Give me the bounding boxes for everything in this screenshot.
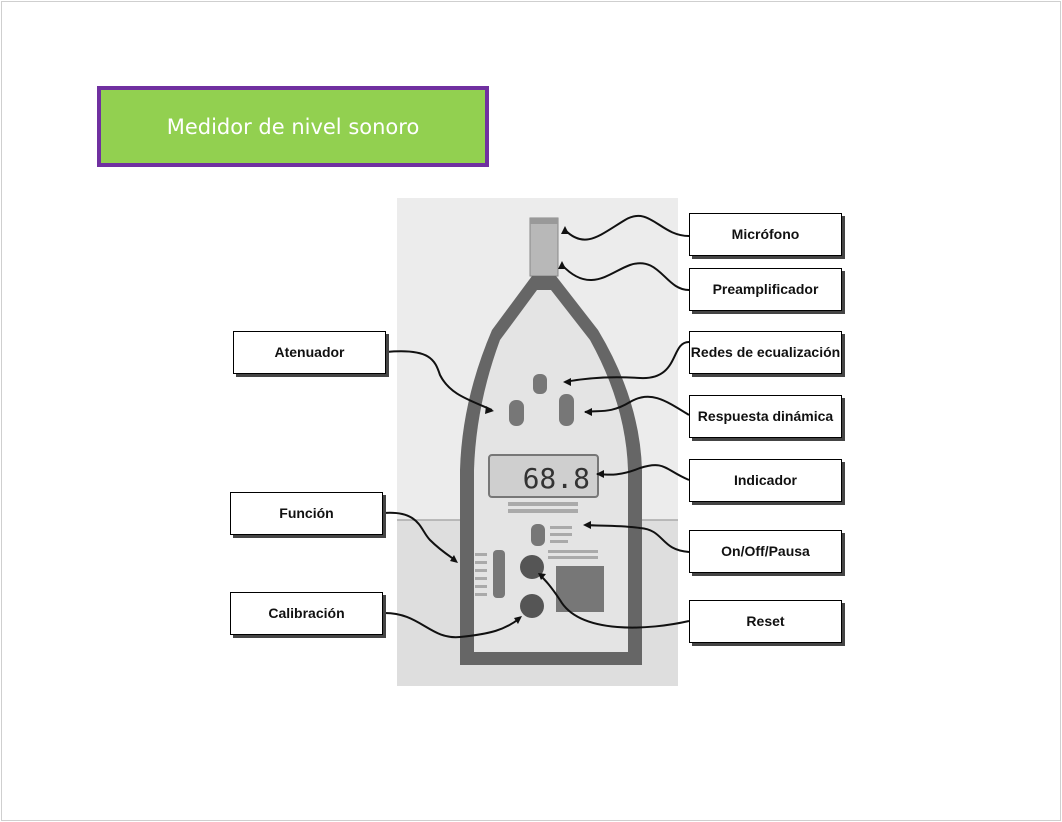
- label-respuesta-dinamica: Respuesta dinámica: [689, 395, 842, 438]
- range-switch: [509, 400, 524, 426]
- label-funcion: Función: [230, 492, 383, 535]
- calibration-button: [520, 594, 544, 618]
- lcd-display: [488, 454, 599, 498]
- label-preamplificador: Preamplificador: [689, 268, 842, 311]
- connector-lines: [382, 214, 690, 639]
- display-reading: 68.8: [523, 462, 590, 495]
- label-reset: Reset: [689, 600, 842, 643]
- function-switch: [493, 550, 505, 598]
- label-on-off-pausa: On/Off/Pausa: [689, 530, 842, 573]
- weighting-switch: [533, 374, 547, 394]
- label-calibracion: Calibración: [230, 592, 383, 635]
- label-redes-ecualizacion: Redes de ecualización: [689, 331, 842, 374]
- microphone: [529, 217, 559, 277]
- label-indicador: Indicador: [689, 459, 842, 502]
- label-atenuador: Atenuador: [233, 331, 386, 374]
- label-microfono: Micrófono: [689, 213, 842, 256]
- power-switch: [531, 524, 545, 546]
- response-switch: [559, 394, 574, 426]
- slide-title: Medidor de nivel sonoro: [97, 86, 489, 167]
